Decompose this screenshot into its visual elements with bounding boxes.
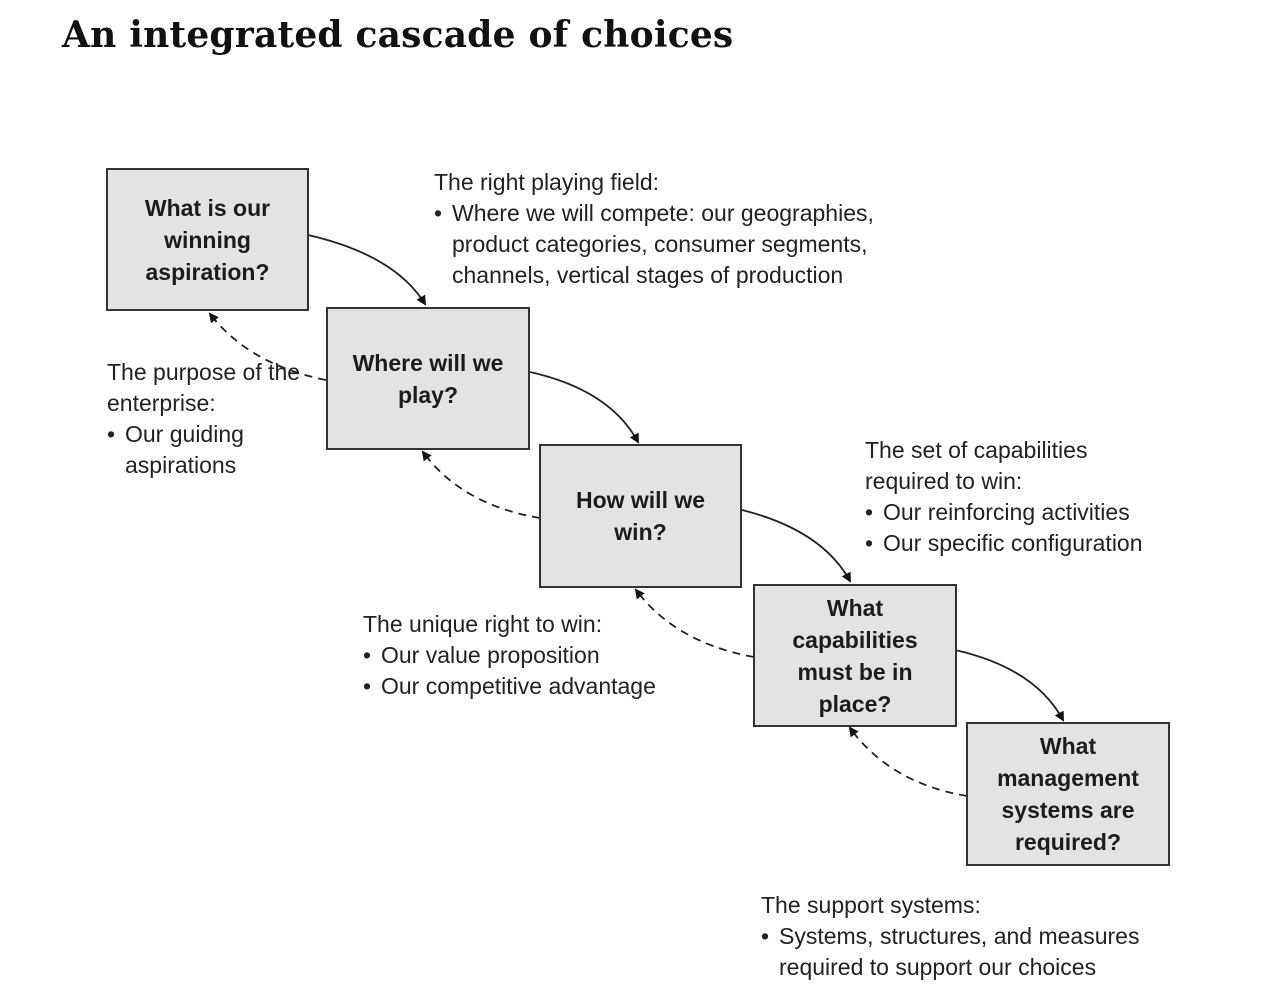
forward-arrow-capabilities-to-systems bbox=[954, 649, 1064, 722]
note-capabilities: The set of capabilities required to win:… bbox=[865, 435, 1195, 559]
note-capabilities-bullet-1: Our reinforcing activities bbox=[865, 497, 1195, 528]
diagram-title: An integrated cascade of choices bbox=[62, 14, 734, 56]
note-playing-field: The right playing field: Where we will c… bbox=[434, 167, 934, 291]
note-support-heading: The support systems: bbox=[761, 892, 981, 918]
box-where-to-play: Where will we play? bbox=[326, 307, 530, 450]
note-purpose-bullet: Our guiding aspirations bbox=[107, 419, 275, 481]
box-winning-aspiration: What is our winning aspiration? bbox=[106, 168, 309, 311]
feedback-arrow-capabilities-to-win bbox=[634, 588, 755, 658]
forward-arrow-play-to-win bbox=[529, 371, 639, 444]
note-capabilities-list: Our reinforcing activities Our specific … bbox=[865, 497, 1195, 559]
box-how-to-win-label: How will we win? bbox=[575, 487, 706, 545]
feedback-arrow-win-to-play bbox=[421, 450, 541, 519]
note-right-to-win-heading: The unique right to win: bbox=[363, 611, 603, 637]
note-right-to-win: The unique right to win: Our value propo… bbox=[363, 609, 723, 702]
note-right-to-win-bullet-2: Our competitive advantage bbox=[363, 671, 723, 702]
feedback-arrow-play-to-aspiration bbox=[208, 312, 327, 381]
box-winning-aspiration-label: What is our winning aspiration? bbox=[144, 194, 271, 285]
forward-arrow-win-to-capabilities bbox=[741, 509, 851, 583]
note-capabilities-bullet-2: Our specific configuration bbox=[865, 528, 1195, 559]
note-support-bullet: Systems, structures, and measures requir… bbox=[761, 921, 1189, 983]
box-capabilities: What capabilities must be in place? bbox=[753, 584, 957, 727]
note-support-list: Systems, structures, and measures requir… bbox=[761, 921, 1191, 983]
note-right-to-win-bullet-1: Our value proposition bbox=[363, 640, 723, 671]
note-purpose-heading: The purpose of the enterprise: bbox=[107, 359, 301, 416]
note-purpose: The purpose of the enterprise: Our guidi… bbox=[107, 357, 322, 481]
box-management-systems: What management systems are required? bbox=[966, 722, 1170, 866]
note-purpose-list: Our guiding aspirations bbox=[107, 419, 322, 481]
box-management-systems-label: What management systems are required? bbox=[997, 733, 1139, 855]
note-right-to-win-list: Our value proposition Our competitive ad… bbox=[363, 640, 723, 702]
box-how-to-win: How will we win? bbox=[539, 444, 742, 588]
box-capabilities-label: What capabilities must be in place? bbox=[792, 594, 918, 717]
note-playing-field-bullet: Where we will compete: our geographies, … bbox=[434, 198, 934, 291]
forward-arrow-aspiration-to-play bbox=[307, 234, 427, 306]
feedback-arrow-systems-to-capabilities bbox=[848, 726, 968, 797]
note-capabilities-heading: The set of capabilities required to win: bbox=[865, 437, 1088, 494]
note-playing-field-list: Where we will compete: our geographies, … bbox=[434, 198, 934, 291]
note-playing-field-heading: The right playing field: bbox=[434, 169, 660, 195]
box-where-to-play-label: Where will we play? bbox=[352, 349, 504, 408]
note-support: The support systems: Systems, structures… bbox=[761, 890, 1191, 983]
